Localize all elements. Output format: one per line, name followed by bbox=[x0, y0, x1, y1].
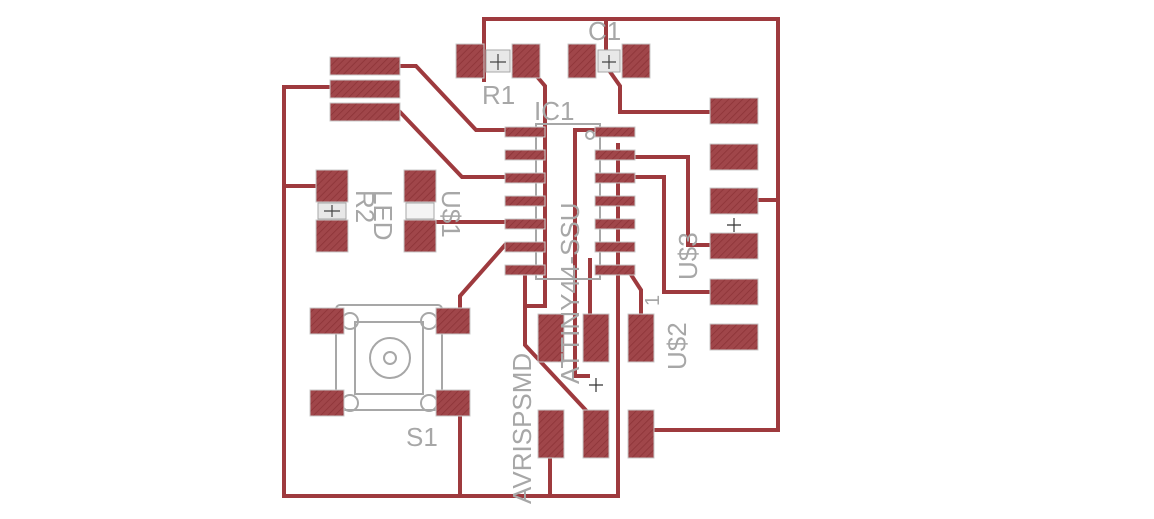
trace-ic-isp bbox=[523, 266, 598, 423]
pad-s1-tr bbox=[435, 307, 471, 335]
pad-ic-r6 bbox=[594, 241, 636, 253]
us1-body bbox=[405, 202, 435, 220]
pad-c1-b bbox=[621, 43, 651, 79]
s1-body bbox=[335, 304, 443, 411]
pad-s1-bl bbox=[309, 389, 345, 417]
trace-ic-us2 bbox=[625, 267, 643, 324]
trace-ic-us3-a bbox=[626, 155, 714, 247]
pad-ic-r5 bbox=[594, 218, 636, 230]
label-s1: S1 bbox=[406, 422, 438, 452]
pad-us3-5 bbox=[709, 278, 759, 306]
pad-us1-b bbox=[403, 219, 437, 253]
trace-hdr3-ic bbox=[397, 109, 507, 179]
pad-us3-2 bbox=[709, 143, 759, 171]
trace-c1-ic bbox=[603, 63, 714, 114]
pad-isp-3 bbox=[627, 313, 655, 363]
label-us1: U$1 bbox=[436, 190, 466, 238]
cross-isp bbox=[589, 378, 603, 392]
pad-r2-b bbox=[315, 219, 349, 253]
pad-hdr-2 bbox=[329, 79, 401, 99]
pad-ic-l2 bbox=[504, 149, 546, 161]
pad-ic-r3 bbox=[594, 172, 636, 184]
label-us2: U$2 bbox=[662, 322, 692, 370]
label-r1: R1 bbox=[482, 80, 515, 110]
pad-r1-a bbox=[455, 43, 485, 79]
pad-us3-4 bbox=[709, 232, 759, 260]
pad-us3-3 bbox=[709, 187, 759, 215]
label-us3: U$3 bbox=[673, 232, 703, 280]
label-pin1: 1 bbox=[642, 295, 664, 306]
pad-ic-l1 bbox=[504, 126, 546, 138]
labels: C1 R1 IC1 R2 LED U$1 U$3 U$2 1 ATTINY44-… bbox=[350, 16, 703, 504]
pad-hdr-1 bbox=[329, 56, 401, 76]
s1-actuator-center bbox=[383, 351, 397, 365]
r2-mark bbox=[324, 205, 340, 217]
pad-ic-l7 bbox=[504, 264, 546, 276]
label-ic1: IC1 bbox=[534, 96, 574, 126]
trace-ic-s1 bbox=[458, 242, 508, 320]
pad-ic-r2 bbox=[594, 149, 636, 161]
s1-inner bbox=[354, 321, 424, 395]
s1-actuator bbox=[369, 337, 411, 379]
pad-ic-l5 bbox=[504, 218, 546, 230]
pad-r1-b bbox=[511, 43, 541, 79]
pad-ic-l4 bbox=[504, 195, 546, 207]
ic1-pin1-dot bbox=[585, 130, 595, 140]
pad-ic-r7 bbox=[594, 264, 636, 276]
pad-isp-1 bbox=[537, 313, 565, 363]
pad-r2-a bbox=[315, 169, 349, 203]
label-r2: R2 bbox=[350, 190, 380, 223]
pad-ic-l6 bbox=[504, 241, 546, 253]
pad-s1-tl bbox=[309, 307, 345, 335]
pad-s1-br bbox=[435, 389, 471, 417]
pad-isp-5 bbox=[582, 409, 610, 459]
trace-hdr1-ic bbox=[398, 64, 507, 132]
cross-us3 bbox=[727, 218, 741, 232]
pad-ic-l3 bbox=[504, 172, 546, 184]
pad-c1-a bbox=[567, 43, 597, 79]
pad-us3-1 bbox=[709, 97, 759, 125]
component-bodies bbox=[317, 49, 621, 220]
pad-ic-r1 bbox=[594, 126, 636, 138]
pad-isp-4 bbox=[537, 409, 565, 459]
pads bbox=[309, 43, 759, 459]
trace-ic-us3-b bbox=[626, 175, 714, 294]
s1-hole-br bbox=[420, 394, 438, 412]
label-led: LED bbox=[368, 190, 398, 241]
trace-left-loop bbox=[282, 85, 620, 498]
trace-top-loop bbox=[482, 17, 780, 432]
pad-ic-r4 bbox=[594, 195, 636, 207]
label-attiny: ATTINY44-SSU bbox=[555, 202, 585, 384]
label-avrisp: AVRISPSMD bbox=[507, 353, 537, 504]
label-c1: C1 bbox=[588, 16, 621, 46]
pad-isp-6 bbox=[627, 409, 655, 459]
pad-hdr-3 bbox=[329, 102, 401, 122]
pad-isp-2 bbox=[582, 313, 610, 363]
r1-mark bbox=[490, 54, 506, 70]
c1-mark bbox=[602, 55, 616, 69]
pad-us3-6 bbox=[709, 323, 759, 351]
pad-us1-a bbox=[403, 169, 437, 203]
